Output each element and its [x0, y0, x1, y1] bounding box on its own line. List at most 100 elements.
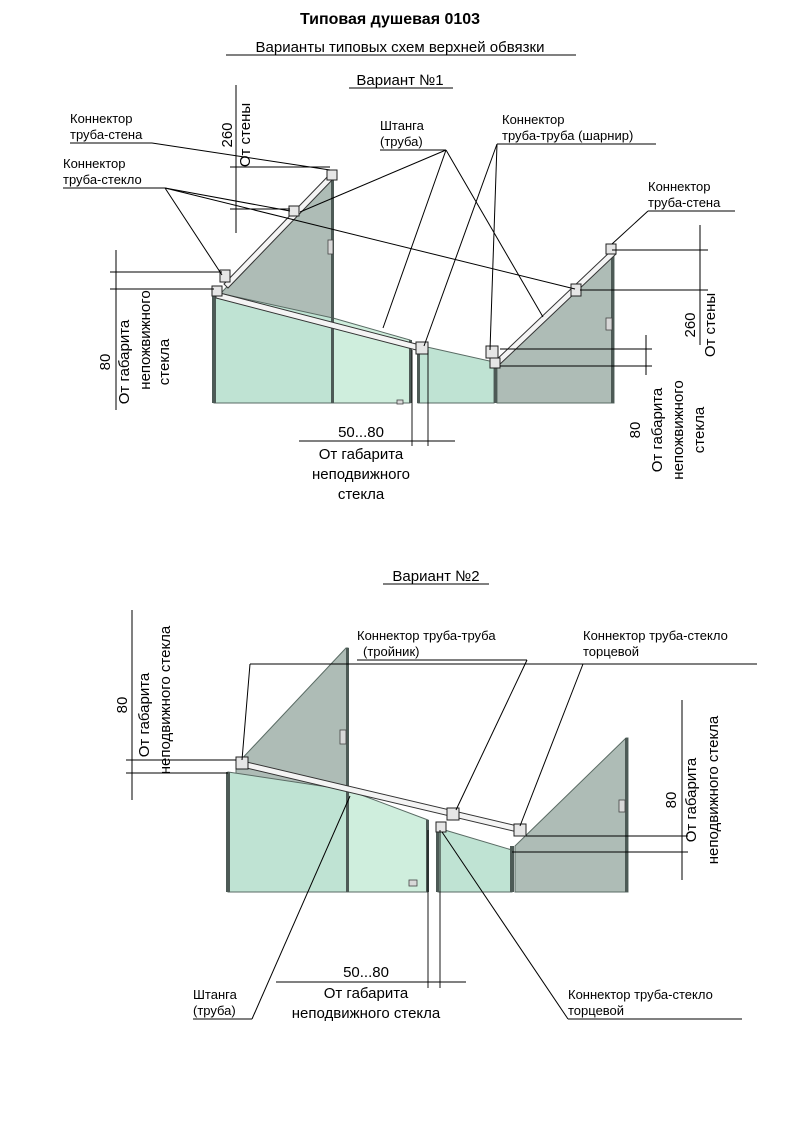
variant-2-heading: Вариант №2: [392, 568, 479, 585]
dim-bottom: 50...80 От габарита неподвижного стекла: [276, 830, 466, 1022]
dim-value: 260: [682, 312, 699, 337]
dim-note: непожвижного: [670, 380, 687, 479]
variant-2-shower: [226, 647, 629, 893]
dim-note: стекла: [156, 338, 173, 385]
variant-1-heading: Вариант №1: [356, 72, 443, 89]
dim-note: От стены: [237, 103, 254, 167]
right-side-glass: [514, 737, 629, 893]
connector-wall-left: [326, 169, 338, 181]
leader: [441, 831, 569, 1020]
label-text: Штанга: [380, 118, 425, 133]
leader: [151, 142, 331, 171]
dim-note: неподвижного стекла: [292, 1005, 441, 1022]
dim-note: От стены: [702, 293, 719, 357]
leader: [445, 149, 544, 318]
leader: [455, 659, 528, 811]
leader: [611, 210, 649, 245]
leader: [164, 187, 576, 290]
right-wall-edge: [625, 738, 628, 892]
callout-rod: Штанга (труба): [299, 118, 544, 329]
dim-value: 80: [97, 354, 114, 371]
dim-value: 260: [219, 122, 236, 147]
leader: [423, 143, 498, 347]
dim-value: 50...80: [343, 964, 389, 981]
connector-wall-right: [605, 243, 617, 255]
connector-end-glass: [435, 821, 447, 833]
right-fixed-edge: [436, 828, 439, 892]
dim-note: От габарита: [683, 757, 700, 842]
dim-note: От габарита: [136, 672, 153, 757]
dim-left-wall: 260 От стены: [219, 85, 330, 233]
door-edge: [409, 340, 412, 403]
label-text: труба-стена: [70, 127, 143, 142]
callout-conn-end-bottom: Коннектор труба-стекло торцевой: [441, 831, 742, 1020]
right-fixed-glass: [437, 827, 513, 893]
connector-end-right: [513, 823, 527, 837]
left-wall-edge: [331, 178, 334, 403]
hinge-right: [618, 799, 626, 813]
connector-glass-corner: [211, 285, 223, 297]
label-text: Коннектор: [70, 111, 133, 126]
dim-note: От габарита: [116, 319, 133, 404]
dim-value: 80: [627, 422, 644, 439]
callout-conn-wall-left: Коннектор труба-стена: [70, 111, 331, 171]
right-fixed-edge: [417, 345, 420, 403]
leader: [489, 143, 498, 351]
dim-note: стекла: [338, 486, 385, 503]
leader: [382, 149, 447, 329]
right-wall-edge: [611, 250, 614, 403]
label-text: Коннектор труба-стекло: [583, 628, 728, 643]
label-text: Штанга: [193, 987, 238, 1002]
dim-right-glass: 80 От габарита непожвижного стекла: [500, 335, 708, 480]
callout-rod: Штанга (труба): [193, 795, 351, 1020]
label-text: торцевой: [568, 1003, 624, 1018]
leader: [251, 795, 351, 1020]
connector-glass-left-top: [288, 205, 300, 217]
callout-conn-glass: Коннектор труба-стекло: [63, 156, 576, 290]
label-text: (труба): [380, 134, 423, 149]
left-fixed-glass: [227, 771, 349, 893]
label-text: (тройник): [363, 644, 419, 659]
connector-glass-right-top: [570, 283, 582, 297]
page-title: Типовая душевая 0103: [300, 11, 480, 28]
label-text: Коннектор труба-труба: [357, 628, 496, 643]
label-text: труба-труба (шарнир): [502, 128, 633, 143]
left-glass-edge: [212, 292, 216, 403]
dim-note: непожвижного: [137, 290, 154, 389]
dim-note: неподвижного стекла: [705, 715, 722, 864]
dim-left-glass: 80 От габарита неподвижного стекла: [114, 610, 236, 800]
right-glass-edge: [510, 846, 514, 892]
label-text: Коннектор: [502, 112, 565, 127]
variant-1: Вариант №1: [63, 72, 735, 503]
right-fixed-glass: [417, 344, 495, 404]
dim-right-wall: 260 От стены: [580, 225, 719, 357]
hinge-left: [339, 729, 347, 745]
leader: [299, 149, 447, 213]
dim-value: 80: [114, 697, 131, 714]
handle: [396, 399, 404, 405]
variant-2: Вариант №2 Коннектор труба-труба: [114, 568, 757, 1022]
label-text: торцевой: [583, 644, 639, 659]
dim-value: 80: [663, 792, 680, 809]
callout-conn-end-top: Коннектор труба-стекло торцевой: [241, 628, 757, 827]
door-edge: [426, 820, 429, 892]
dim-note: неподвижного: [312, 466, 410, 483]
callout-conn-hinge: Коннектор труба-труба (шарнир): [423, 112, 656, 351]
dim-left-glass: 80 От габарита непожвижного стекла: [97, 250, 222, 410]
dim-note: От габарита: [319, 446, 404, 463]
hinge-right: [605, 317, 613, 331]
label-text: Коннектор: [648, 179, 711, 194]
leader: [241, 663, 251, 761]
dim-note: стекла: [691, 406, 708, 453]
connector-tee: [446, 807, 460, 821]
right-glass-edge: [494, 362, 497, 403]
leader: [164, 187, 223, 276]
connector-hinge-right: [485, 345, 499, 359]
label-text: труба-стена: [648, 195, 721, 210]
dim-bottom: 50...80 От габарита неподвижного стекла: [299, 350, 455, 503]
hinge-left: [327, 239, 334, 255]
dim-right-glass: 80 От габарита неподвижного стекла: [512, 700, 722, 880]
leader: [164, 187, 291, 212]
connector-glass-left: [219, 269, 231, 283]
